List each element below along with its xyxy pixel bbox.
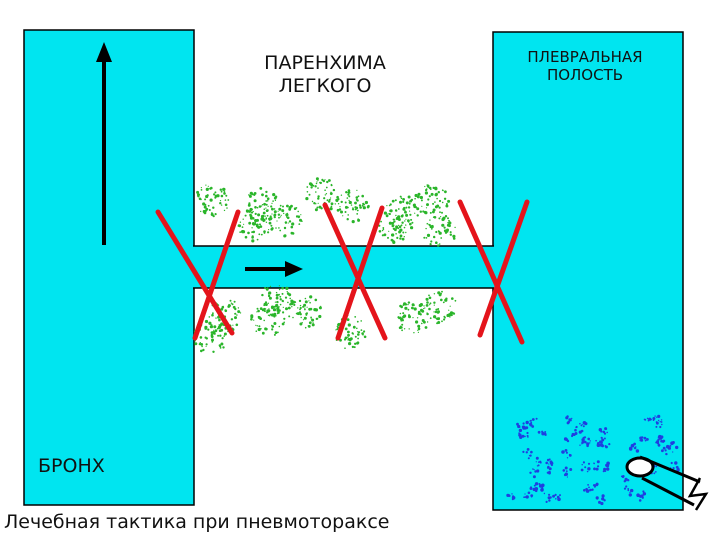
bronchus-block (23, 29, 195, 506)
alveoli-clusters (193, 177, 457, 353)
arrow-right-icon (245, 261, 303, 277)
air-channel (193, 246, 494, 288)
slide-caption: Лечебная тактика при пневмотораксе (4, 511, 390, 533)
drainage-tube-icon (625, 455, 709, 511)
arrow-up-icon (96, 42, 112, 245)
pleural-fluid (506, 414, 680, 506)
bronchus-label: БРОНХ (38, 455, 105, 477)
red-x-cross-icon (457, 199, 530, 345)
red-x-cross-icon (155, 209, 241, 341)
parenchyma-label: ПАРЕНХИМА ЛЕГКОГО (264, 52, 386, 97)
pleural-cavity-label: ПЛЕВРАЛЬНАЯ ПОЛОСТЬ (527, 48, 643, 84)
red-x-cross-icon (322, 202, 388, 341)
pleural-cavity-block (492, 31, 684, 511)
